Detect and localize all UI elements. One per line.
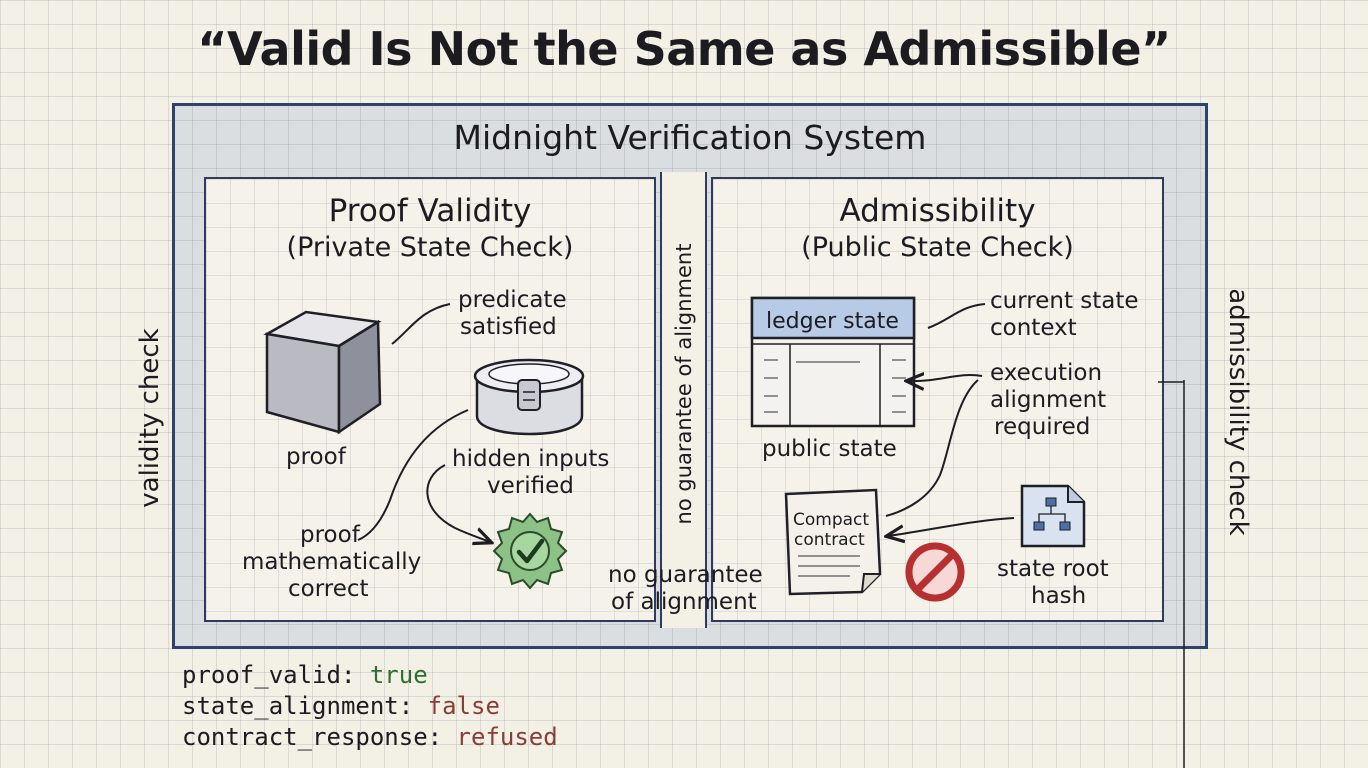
sealed-container-icon: [475, 360, 583, 434]
state-alignment-value: false: [428, 692, 500, 720]
state-root-label-line2: hash: [1031, 583, 1086, 610]
contract-response-line: contract_response: refused: [182, 722, 558, 753]
current-state-label-line1: current state: [990, 288, 1139, 315]
hash-file-icon: [1022, 486, 1084, 546]
contract-label-line1: Compact: [793, 510, 869, 530]
contract-label-line2: contract: [794, 530, 865, 550]
hidden-inputs-label-line2: verified: [487, 473, 574, 500]
cube-icon: [267, 312, 380, 432]
execution-label-line3: required: [994, 414, 1090, 441]
state-alignment-key: state_alignment:: [182, 692, 428, 720]
predicate-label-line2: satisfied: [460, 314, 557, 341]
execution-label-line2: alignment: [990, 387, 1106, 414]
proof-label: proof: [286, 444, 346, 471]
bottom-no-guarantee-line1: no guarantee: [608, 562, 763, 589]
validity-check-label: validity check: [135, 328, 165, 507]
execution-label-line1: execution: [990, 360, 1102, 387]
proof-valid-key: proof_valid:: [182, 661, 370, 689]
contract-response-key: contract_response:: [182, 723, 457, 751]
contract-response-value: refused: [457, 723, 558, 751]
bottom-no-guarantee-line2: of alignment: [611, 589, 757, 616]
public-state-label: public state: [762, 436, 897, 463]
divider-no-guarantee-label: no guarantee of alignment: [672, 244, 696, 525]
proof-valid-value: true: [370, 661, 428, 689]
state-root-label-line1: state root: [997, 556, 1109, 583]
proof-math-label-line2: mathematically: [242, 549, 421, 576]
current-state-label-line2: context: [990, 315, 1077, 342]
predicate-label-line1: predicate: [458, 287, 567, 314]
proof-valid-line: proof_valid: true: [182, 660, 558, 691]
state-alignment-line: state_alignment: false: [182, 691, 558, 722]
admissibility-check-label: admissibility check: [1223, 288, 1253, 535]
ledger-state-label: ledger state: [766, 308, 899, 335]
prohibited-icon: [909, 546, 961, 598]
proof-math-label-line1: proof: [300, 522, 360, 549]
status-code-block: proof_valid: true state_alignment: false…: [182, 660, 558, 753]
hidden-inputs-label-line1: hidden inputs: [452, 446, 609, 473]
proof-math-label-line3: correct: [288, 576, 369, 603]
check-badge-icon: [494, 514, 566, 588]
